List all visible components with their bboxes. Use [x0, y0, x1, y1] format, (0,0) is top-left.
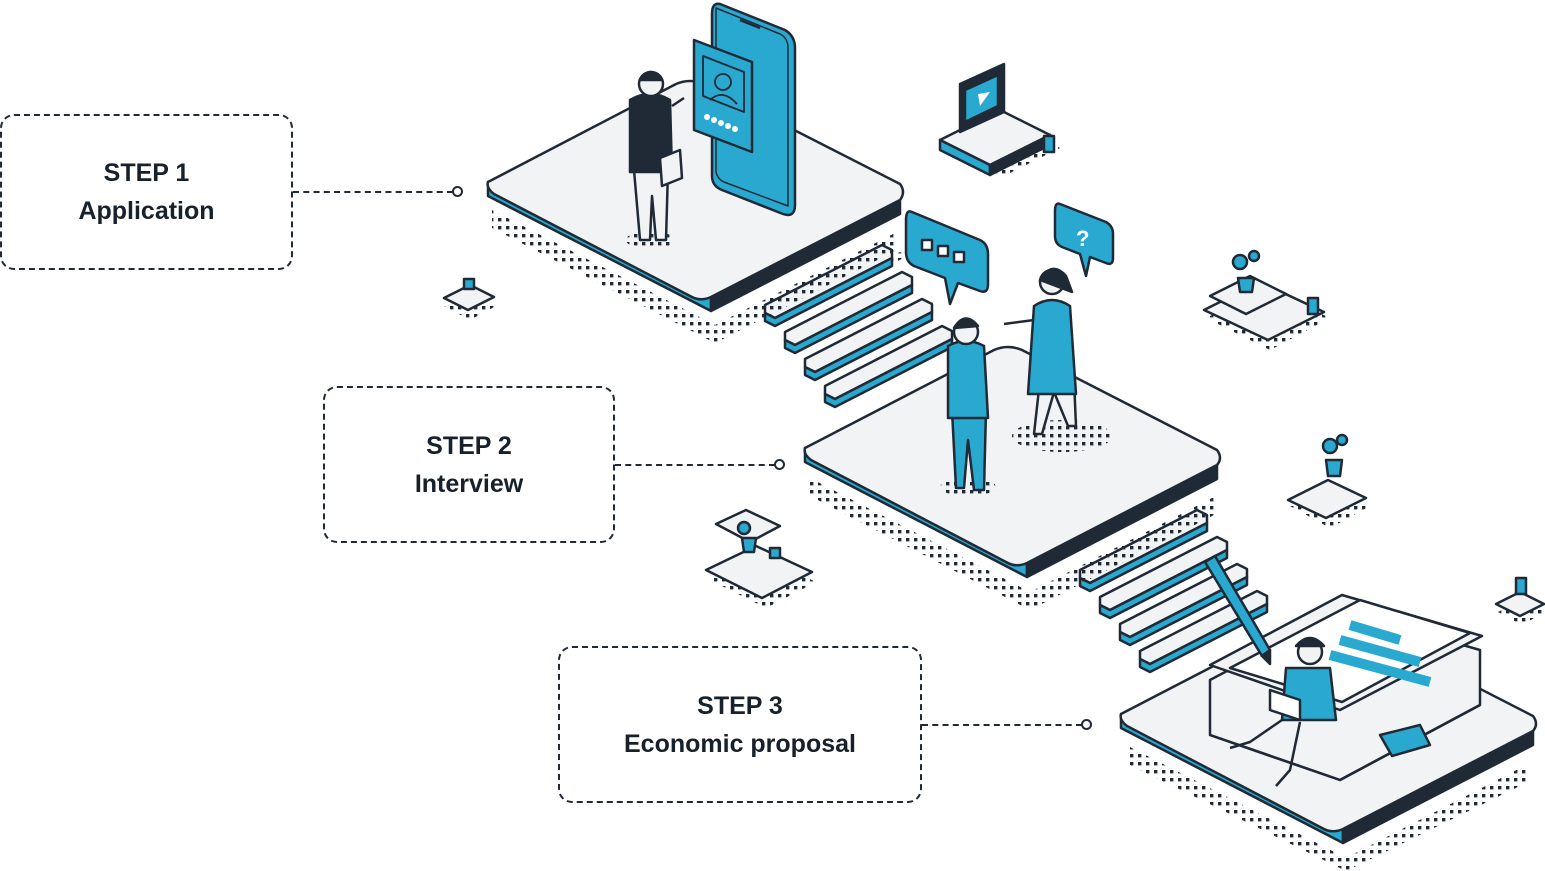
step-3-connector	[922, 724, 1082, 726]
platform-application	[486, 79, 905, 343]
interviewer-figure	[940, 317, 996, 496]
interviewee-figure	[1003, 267, 1112, 452]
pen-icon	[1203, 554, 1272, 666]
small-block-icon	[442, 277, 496, 320]
star-rating-icon	[704, 114, 738, 132]
svg-text:?: ?	[1076, 226, 1089, 251]
step-1-title: STEP 1	[103, 159, 190, 187]
laptop-icon	[1229, 636, 1338, 787]
step-1-name: Application	[78, 197, 215, 225]
applicant-figure	[626, 70, 685, 249]
small-block-icon-right	[1494, 576, 1545, 625]
step-2-box: STEP 2 Interview	[323, 386, 615, 543]
step-2-name: Interview	[414, 469, 524, 498]
step-2-connector-dot	[774, 459, 785, 470]
step-1-connector	[293, 191, 453, 193]
potted-plant-icon-small	[1286, 433, 1370, 528]
chat-bubble-icon	[904, 210, 990, 306]
step-1-box: STEP 1 Application	[0, 114, 293, 270]
step-3-connector-dot	[1081, 719, 1092, 730]
step-3-box: STEP 3 Economic proposal	[558, 646, 922, 803]
step-3-name: Economic proposal	[624, 729, 856, 758]
potted-plant-icon-left	[704, 508, 816, 608]
step-3-title: STEP 3	[697, 691, 783, 720]
potted-plant-icon	[1202, 249, 1330, 350]
step-2-connector	[615, 464, 775, 466]
profile-card-icon	[692, 38, 754, 154]
computer-monitor-icon	[938, 62, 1060, 178]
step-2-title: STEP 2	[426, 431, 512, 460]
step-1-connector-dot	[452, 186, 463, 197]
question-bubble-icon: ?	[1053, 202, 1115, 278]
platform-interview	[803, 345, 1222, 610]
